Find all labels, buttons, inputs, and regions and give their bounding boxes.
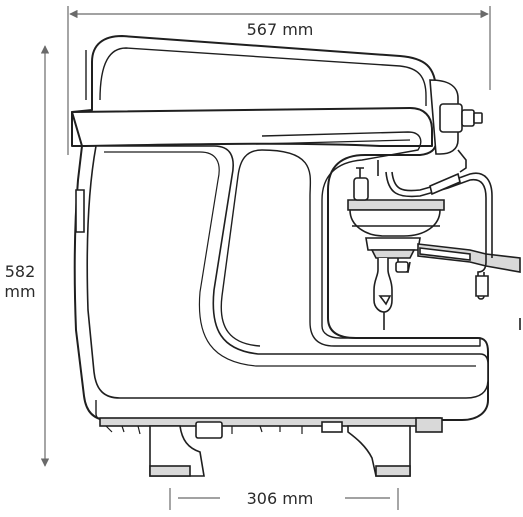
width-dimension-label: 567 mm	[246, 20, 314, 39]
side-detail	[75, 50, 521, 330]
machine-body	[71, 35, 489, 421]
height-dimension-value: 582	[4, 262, 36, 281]
height-dimension-unit: mm	[4, 282, 36, 301]
steam-wand	[385, 171, 493, 300]
machine-base	[99, 417, 443, 477]
left-foot	[149, 425, 205, 477]
height-dimension-label: 582 mm	[0, 262, 40, 302]
group-head	[347, 160, 521, 330]
width-dimension-line	[67, 6, 491, 155]
steam-knob	[429, 79, 483, 173]
foot-span-dimension-line	[169, 488, 399, 510]
foot-span-dimension-label: 306 mm	[246, 489, 314, 508]
